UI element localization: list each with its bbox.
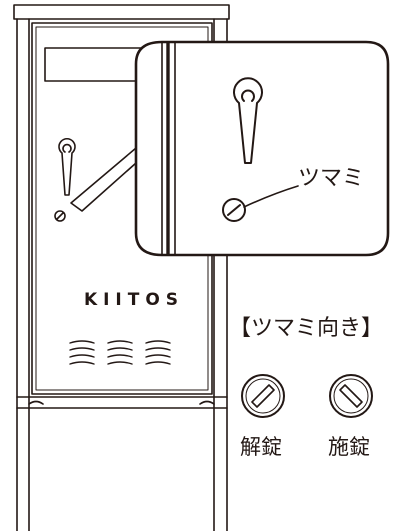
enlarged-handle-icon bbox=[233, 77, 263, 164]
knob-callout-label: ツマミ bbox=[298, 166, 365, 191]
door-knob-icon bbox=[54, 210, 66, 222]
lock-knob-icon bbox=[329, 374, 373, 418]
vent-slots bbox=[69, 340, 171, 365]
knob-orientation-heading: 【ツマミ向き】 bbox=[229, 316, 384, 341]
lock-label: 施錠 bbox=[328, 435, 370, 459]
door-handle-icon bbox=[58, 138, 76, 196]
unlock-knob-icon bbox=[241, 374, 285, 418]
enlarged-knob-icon bbox=[222, 198, 246, 222]
callout-frame bbox=[134, 40, 390, 257]
callout-leader-line bbox=[243, 185, 299, 208]
unlock-label: 解錠 bbox=[240, 435, 282, 459]
brand-logo-text: KIITOS bbox=[83, 290, 185, 310]
callout-pointer bbox=[70, 147, 137, 212]
